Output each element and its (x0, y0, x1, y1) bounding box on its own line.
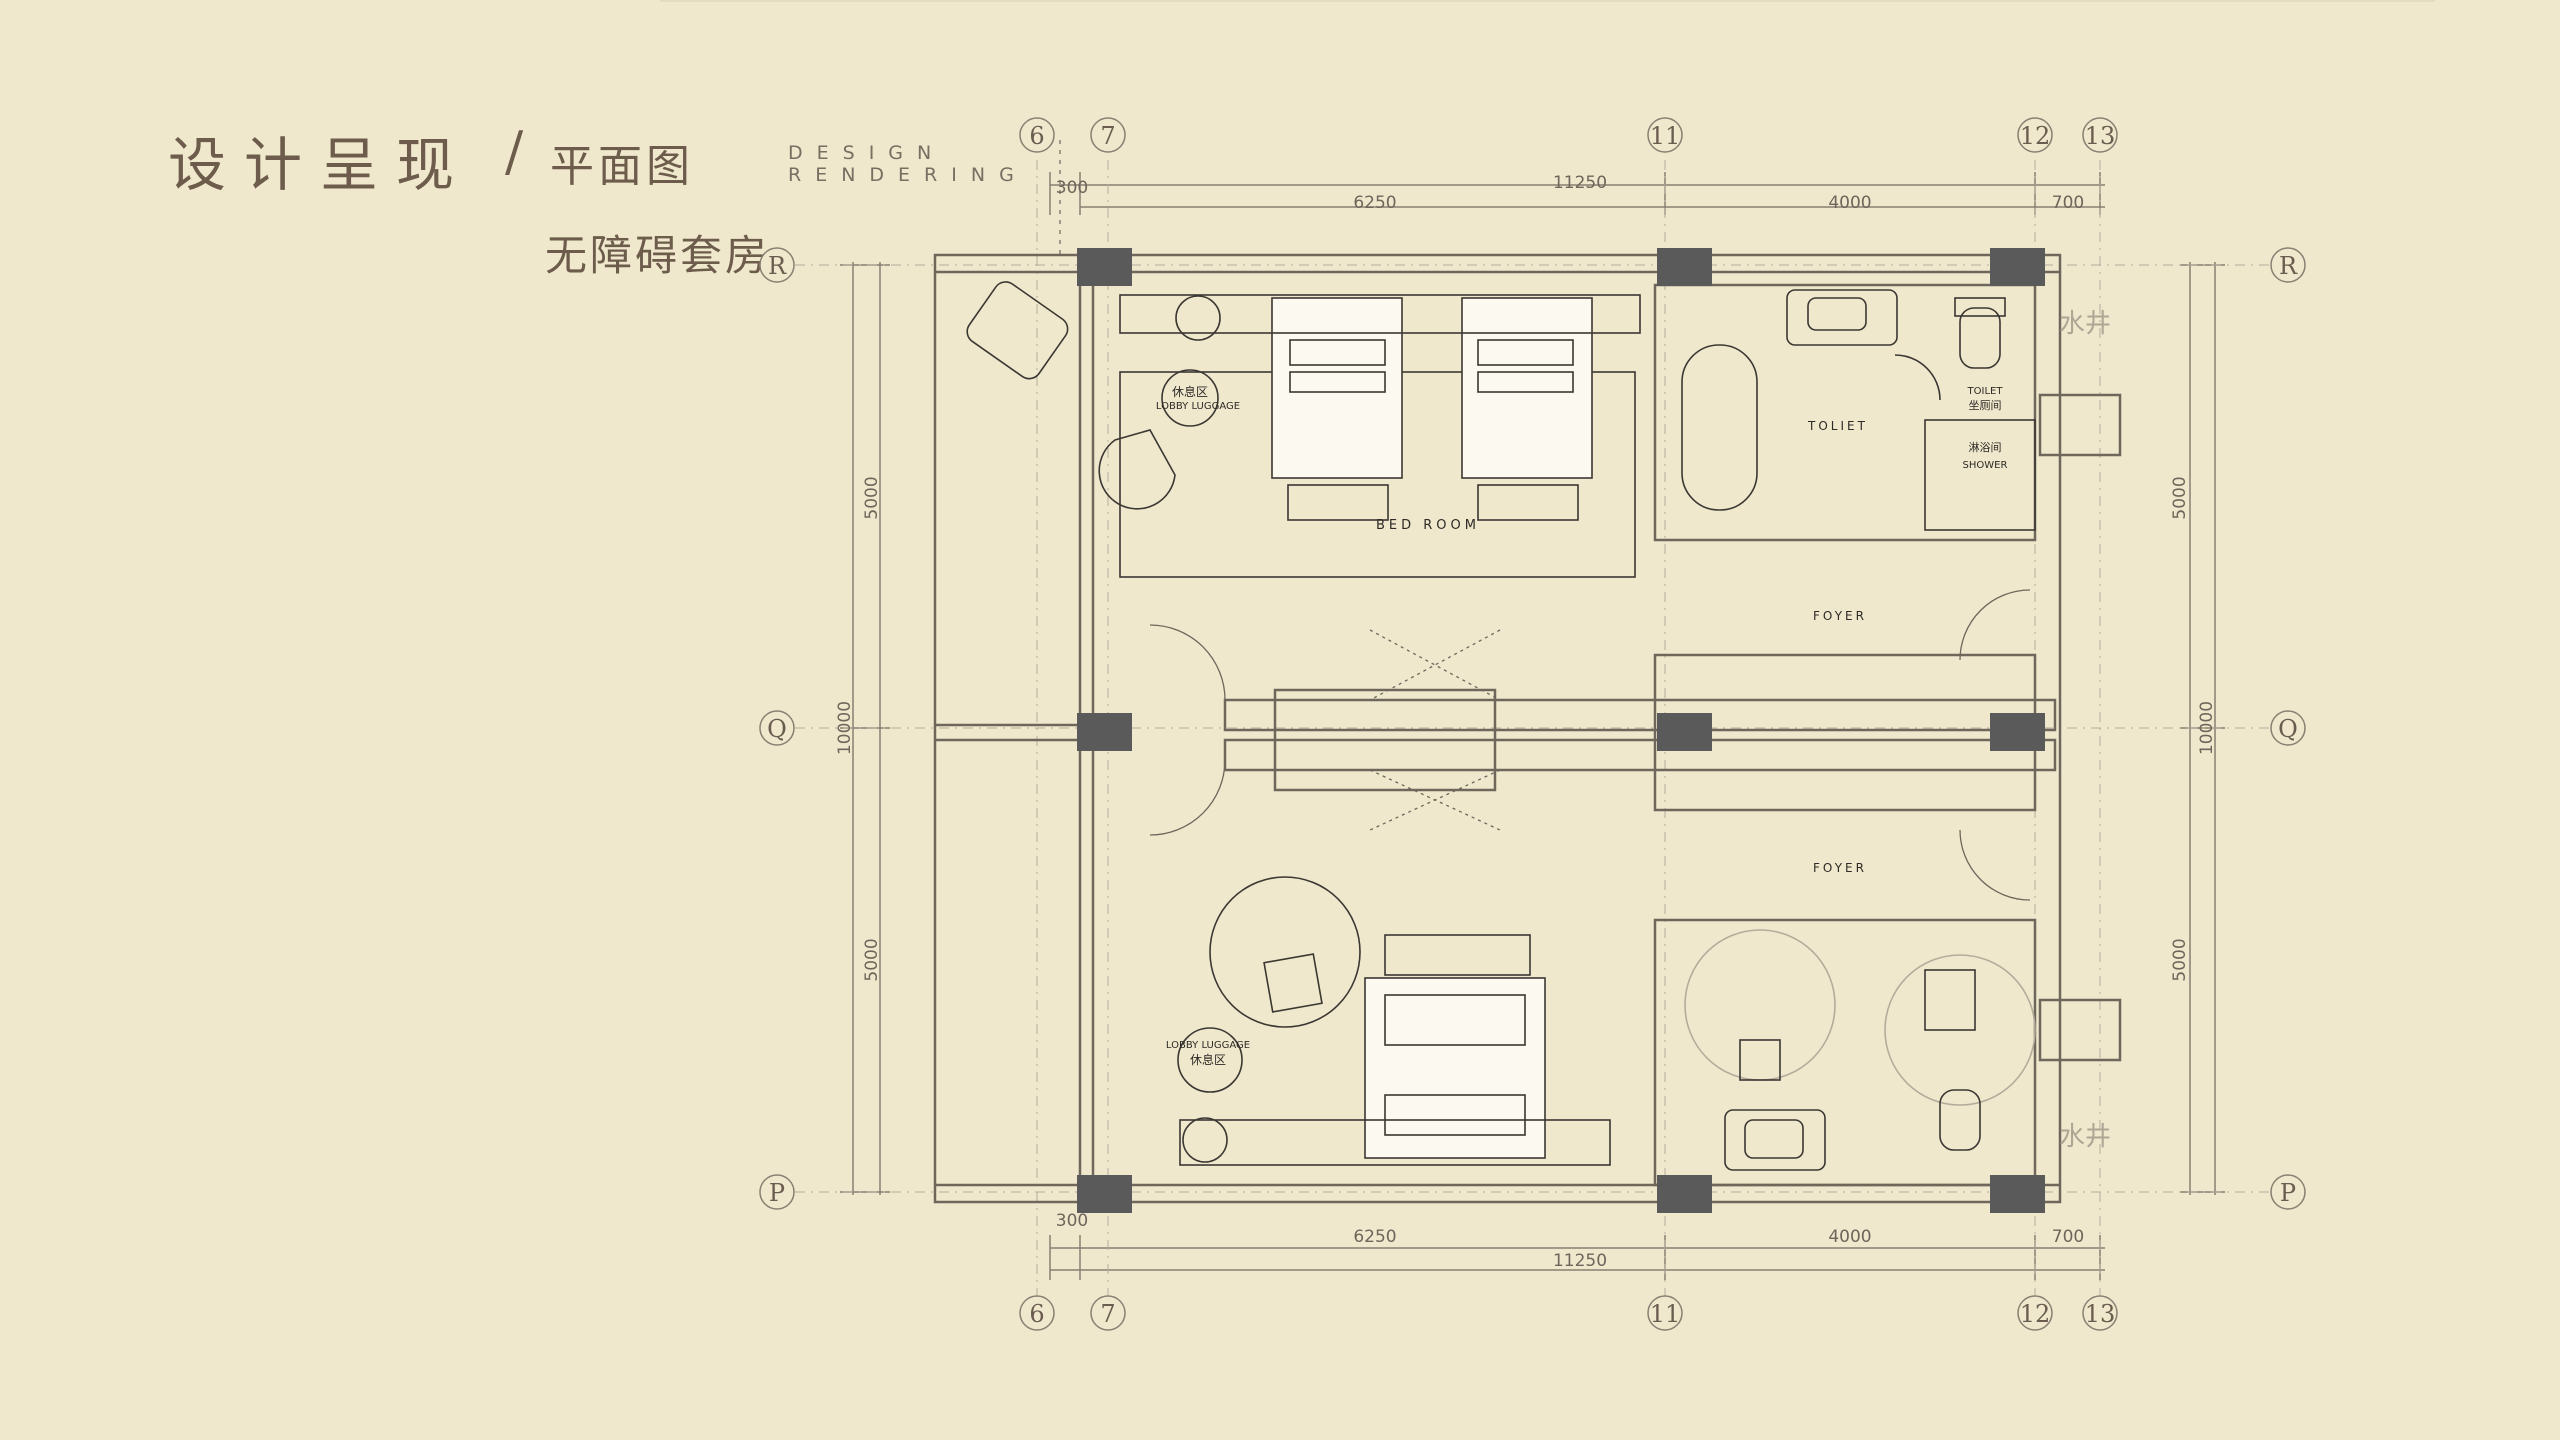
toilet-room-label: TOLIET (1807, 419, 1868, 433)
dimension-lines (840, 140, 2225, 1280)
dim-bottom-total: 11250 (1553, 1251, 1607, 1271)
axis-bottom-7: 7 (1100, 1300, 1115, 1328)
dim-top-4000: 4000 (1828, 193, 1871, 213)
bedroom-bottom-furniture (1177, 876, 1611, 1166)
dim-left-total: 10000 (835, 701, 855, 755)
dim-top-6250: 6250 (1353, 193, 1396, 213)
lobby-bottom-zh: 休息区 (1190, 1052, 1226, 1067)
axis-right-r: R (2279, 252, 2298, 280)
axis-bottom-13: 13 (2085, 1300, 2116, 1328)
axis-left-p: P (769, 1179, 785, 1207)
water-shaft-bottom: 水井 (2059, 1122, 2111, 1152)
corridor-details (1149, 589, 2031, 901)
dim-bottom-700: 700 (2052, 1227, 2084, 1247)
dim-bottom-300: 300 (1056, 1211, 1088, 1231)
toilet-en-label: TOILET (1967, 386, 2004, 397)
water-shaft-top: 水井 (2059, 309, 2111, 339)
dim-left-lower: 5000 (862, 938, 882, 981)
dim-top-700: 700 (2052, 193, 2084, 213)
axis-labels: 6 7 11 12 13 6 7 11 12 13 R Q P R Q P (767, 122, 2298, 1328)
bedroom-top-furniture (966, 281, 1641, 578)
english-title: DESIGN RENDERING (788, 142, 1028, 186)
bedroom-label: BED ROOM (1376, 518, 1480, 533)
axis-bottom-6: 6 (1029, 1300, 1044, 1328)
bathroom-top-fixtures (1681, 289, 2036, 531)
foyer-top-label: FOYER (1813, 609, 1867, 623)
top-rule (660, 0, 2435, 2)
axis-top-11: 11 (1650, 122, 1681, 150)
dim-right-upper: 5000 (2170, 476, 2190, 519)
page-subtitle: 平面图 (550, 141, 694, 192)
axis-top-12: 12 (2020, 122, 2051, 150)
suite-name: 无障碍套房 (545, 231, 771, 280)
structural-columns (1077, 248, 2045, 1213)
page-title: 设计呈现 (168, 131, 473, 199)
foyer-bottom-label: FOYER (1813, 861, 1867, 875)
english-title-line2: RENDERING (788, 164, 1028, 186)
bathroom-bottom-fixtures (1684, 929, 2036, 1171)
dim-right-lower: 5000 (2170, 938, 2190, 981)
axis-bottom-12: 12 (2020, 1300, 2051, 1328)
dim-left-upper: 5000 (862, 476, 882, 519)
axis-top-13: 13 (2085, 122, 2116, 150)
axis-top-6: 6 (1029, 122, 1044, 150)
dim-bottom-4000: 4000 (1828, 1227, 1871, 1247)
toilet-zh-label: 坐厕间 (1969, 399, 2002, 412)
lobby-top-en: LOBBY LUGGAGE (1156, 401, 1240, 412)
room-labels: 休息区 LOBBY LUGGAGE BED ROOM TOLIET TOILET… (1156, 309, 2111, 1152)
axis-left-q: Q (767, 715, 787, 743)
dimension-labels: 300 11250 6250 4000 700 300 6250 4000 70… (835, 173, 2217, 1271)
axis-top-7: 7 (1100, 122, 1115, 150)
axis-bubbles (759, 117, 2306, 1331)
lobby-top-zh: 休息区 (1172, 384, 1208, 399)
english-title-line1: DESIGN (788, 142, 946, 164)
title-slash: / (505, 120, 524, 183)
axis-right-p: P (2280, 1179, 2296, 1207)
dim-bottom-6250: 6250 (1353, 1227, 1396, 1247)
dim-top-300: 300 (1056, 178, 1088, 198)
axis-left-r: R (768, 252, 787, 280)
dim-top-total: 11250 (1553, 173, 1607, 193)
axis-bottom-11: 11 (1650, 1300, 1681, 1328)
shower-en-label: SHOWER (1963, 460, 2008, 471)
dim-right-total: 10000 (2197, 701, 2217, 755)
shower-zh-label: 淋浴间 (1969, 441, 2002, 454)
lobby-bottom-en: LOBBY LUGGAGE (1166, 1040, 1250, 1051)
axis-right-q: Q (2278, 715, 2298, 743)
